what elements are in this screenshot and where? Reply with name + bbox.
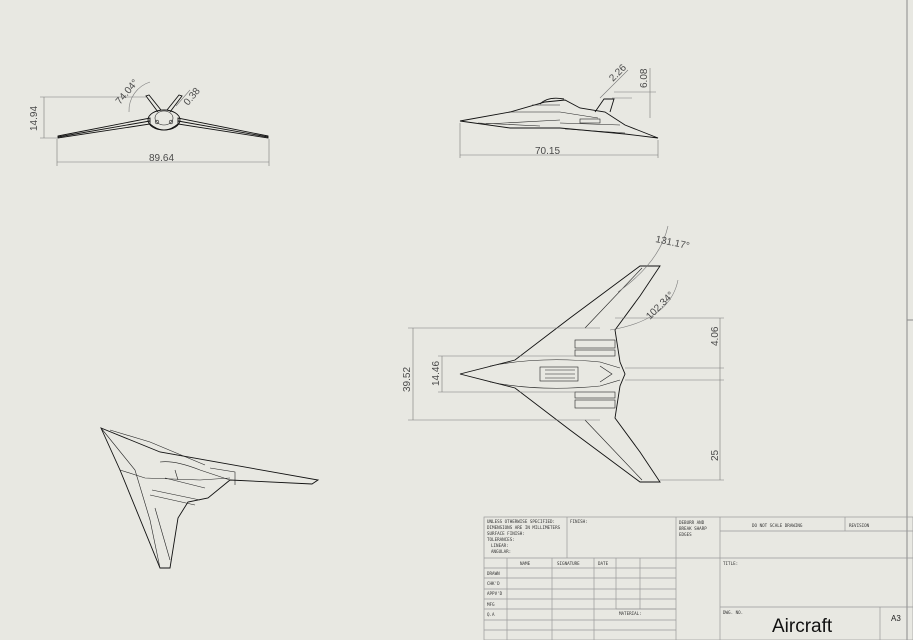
front-height-dim: 14.94 bbox=[29, 106, 40, 131]
tb-size: A3 bbox=[891, 614, 901, 623]
tb-note-4: LINEAR: bbox=[491, 543, 509, 548]
side-view: 2.26 6.08 70.15 bbox=[459, 62, 659, 158]
front-offset-dim: 0.38 bbox=[182, 86, 203, 108]
top-offset-dim: 4.06 bbox=[710, 326, 721, 346]
front-span-dim: 89.64 bbox=[149, 153, 174, 164]
tb-row-drawn: DRAWN bbox=[487, 571, 500, 576]
top-fuselage-dim: 14.46 bbox=[431, 361, 442, 386]
front-view-aircraft bbox=[57, 94, 269, 139]
tb-note-0: UNLESS OTHERWISE SPECIFIED: bbox=[487, 519, 555, 524]
top-overall-dim: 39.52 bbox=[402, 367, 413, 392]
tb-row-mfg: MFG bbox=[487, 602, 495, 607]
tb-col-name: NAME bbox=[520, 561, 531, 566]
tb-revision: REVISION bbox=[849, 523, 870, 528]
tb-deburr-2: EDGES bbox=[679, 532, 692, 537]
top-tip-dim: 25 bbox=[710, 449, 721, 461]
top-view-aircraft bbox=[459, 265, 661, 483]
tb-col-signature: SIGNATURE bbox=[557, 561, 580, 566]
tb-col-date: DATE bbox=[598, 561, 609, 566]
tb-title-label: TITLE: bbox=[723, 561, 738, 566]
tb-deburr-1: BREAK SHARP bbox=[679, 526, 707, 531]
tb-drawing-title: Aircraft bbox=[772, 616, 833, 637]
tb-material: MATERIAL: bbox=[619, 611, 642, 616]
tb-no-scale: DO NOT SCALE DRAWING bbox=[752, 523, 803, 528]
tb-row-appvd: APPV'D bbox=[487, 591, 503, 596]
top-sweep-inner-dim: 102.34° bbox=[644, 290, 676, 322]
front-view: 14.94 74.04° 0.38 89.64 bbox=[29, 78, 270, 166]
side-offset-dim: 2.26 bbox=[607, 62, 629, 84]
title-block: UNLESS OTHERWISE SPECIFIED: DIMENSIONS A… bbox=[483, 516, 913, 640]
tb-note-5: ANGULAR: bbox=[491, 549, 511, 554]
side-height-dim: 6.08 bbox=[639, 68, 650, 88]
tb-deburr-0: DEBURR AND bbox=[679, 520, 705, 525]
side-view-aircraft bbox=[459, 97, 659, 139]
tb-note-3: TOLERANCES: bbox=[487, 537, 515, 542]
tb-note-1: DIMENSIONS ARE IN MILLIMETERS bbox=[487, 525, 561, 530]
tb-dwg-no: DWG. NO. bbox=[723, 610, 743, 615]
top-view: 131.17° 102.34° 39.52 14.46 4.06 25 bbox=[402, 225, 724, 483]
tb-finish: FINISH: bbox=[570, 519, 588, 524]
side-length-dim: 70.15 bbox=[535, 146, 560, 157]
front-angle-dim: 74.04° bbox=[114, 78, 141, 107]
tb-row-chkd: CHK'D bbox=[487, 581, 500, 586]
isometric-view bbox=[100, 427, 320, 569]
top-sweep-outer-dim: 131.17° bbox=[654, 234, 690, 252]
tb-note-2: SURFACE FINISH: bbox=[487, 531, 525, 536]
tb-row-qa: Q.A bbox=[487, 612, 495, 617]
